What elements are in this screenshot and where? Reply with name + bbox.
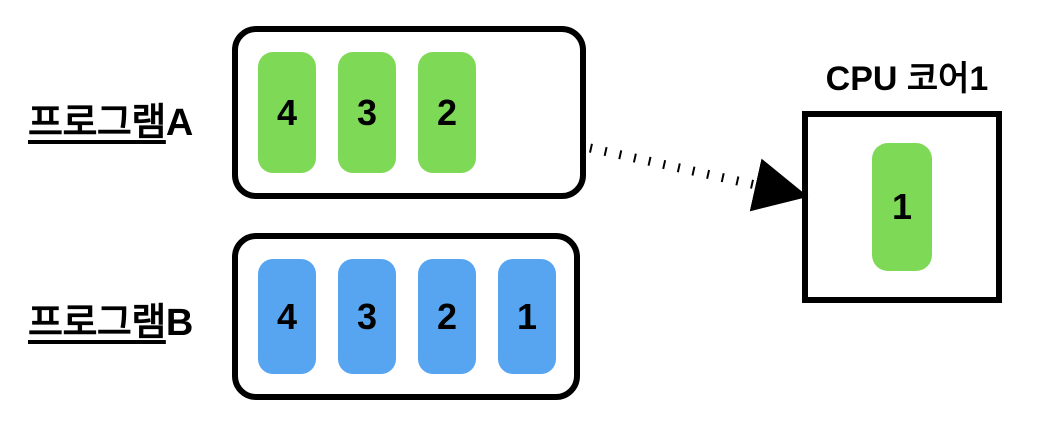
program-b-task-block[interactable]: 4 xyxy=(258,259,316,374)
program-a-task-row: 4 3 2 xyxy=(258,52,476,173)
program-b-queue: 4 3 2 1 xyxy=(232,233,580,400)
dispatch-arrow-line xyxy=(589,143,809,212)
program-b-task-row: 4 3 2 1 xyxy=(258,259,556,374)
cpu-core-box: 1 xyxy=(802,111,1002,303)
program-b-task-block[interactable]: 3 xyxy=(338,259,396,374)
program-b-label: 프로그램B xyxy=(28,304,193,342)
program-b-label-suffix: B xyxy=(165,302,193,344)
program-a-task-block[interactable]: 4 xyxy=(258,52,316,173)
program-b-task-block[interactable]: 1 xyxy=(498,259,556,374)
program-a-label-korean: 프로그램 xyxy=(28,102,166,144)
program-a-task-block[interactable]: 3 xyxy=(338,52,396,173)
program-b-task-block[interactable]: 2 xyxy=(418,259,476,374)
cpu-running-task-block[interactable]: 1 xyxy=(872,143,932,271)
program-b-label-korean: 프로그램 xyxy=(28,302,166,344)
program-a-queue: 4 3 2 xyxy=(232,26,586,199)
program-a-label: 프로그램A xyxy=(28,104,193,142)
program-a-task-block[interactable]: 2 xyxy=(418,52,476,173)
program-a-label-suffix: A xyxy=(165,102,193,144)
cpu-core-title: CPU 코어1 xyxy=(825,60,989,98)
